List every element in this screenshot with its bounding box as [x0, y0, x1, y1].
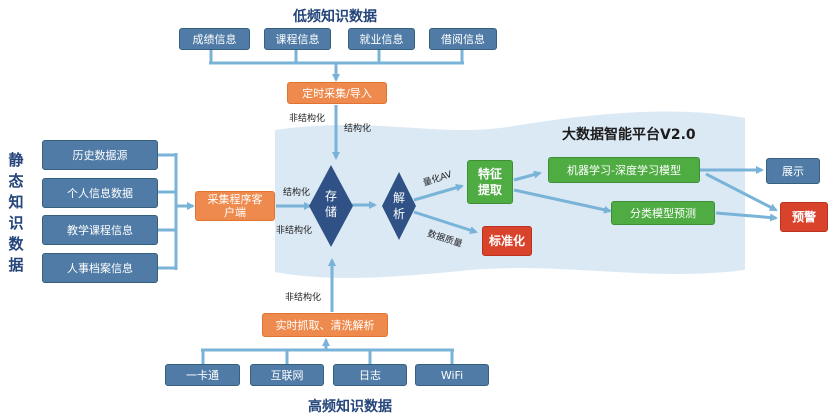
alert-box[interactable]: 预警	[780, 202, 828, 232]
edge-label-structured-top: 结构化	[344, 124, 372, 134]
source-teaching[interactable]: 教学课程信息	[42, 215, 158, 245]
source-personal[interactable]: 个人信息数据	[42, 178, 158, 208]
store-diamond	[309, 165, 353, 247]
parse-label-line2: 析	[392, 207, 405, 221]
static-title: 静态知识数据	[6, 150, 26, 276]
source-borrowing[interactable]: 借阅信息	[429, 28, 497, 50]
source-logs[interactable]: 日志	[333, 364, 407, 386]
edge-label-structured-left: 结构化	[283, 188, 311, 198]
platform-title: 大数据智能平台V2.0	[562, 127, 696, 143]
store-label: 存 储	[321, 188, 341, 220]
source-courses[interactable]: 课程信息	[264, 28, 331, 50]
standardize-box[interactable]: 标准化	[482, 226, 532, 256]
source-wifi[interactable]: WiFi	[415, 364, 489, 386]
realtime-crawl-box[interactable]: 实时抓取、清洗解析	[262, 313, 388, 337]
parse-label-line1: 解	[392, 191, 405, 205]
feature-extract-line1: 特征	[477, 167, 502, 181]
parse-label: 解 析	[389, 190, 409, 222]
collector-client-line2: 户端	[224, 206, 246, 219]
edge-label-unstructured-bottom: 非结构化	[285, 293, 322, 303]
classify-box[interactable]: 分类模型预测	[611, 201, 715, 225]
source-employment[interactable]: 就业信息	[348, 28, 415, 50]
source-internet[interactable]: 互联网	[250, 364, 324, 386]
source-hr[interactable]: 人事档案信息	[42, 253, 158, 283]
collector-client-box[interactable]: 采集程序客 户端	[195, 191, 275, 221]
store-label-line1: 存	[324, 189, 337, 203]
source-campus-card[interactable]: 一卡通	[165, 364, 240, 386]
feature-extract-box[interactable]: 特征 提取	[467, 160, 513, 204]
store-label-line2: 储	[324, 205, 337, 219]
edge-label-unstructured-top: 非结构化	[289, 114, 326, 124]
display-box[interactable]: 展示	[766, 158, 820, 184]
source-grades[interactable]: 成绩信息	[179, 28, 250, 50]
low-freq-title: 低频知识数据	[293, 9, 377, 25]
timed-collect-box[interactable]: 定时采集/导入	[287, 82, 387, 104]
static-title-text: 静态知识数据	[8, 151, 24, 274]
source-history[interactable]: 历史数据源	[42, 140, 158, 170]
collector-client-line1: 采集程序客	[207, 193, 263, 206]
ml-model-box[interactable]: 机器学习-深度学习模型	[548, 157, 700, 183]
feature-extract-line2: 提取	[477, 183, 502, 197]
high-freq-title: 高频知识数据	[308, 399, 392, 415]
parse-diamond	[382, 172, 416, 240]
edge-label-unstructured-left: 非结构化	[276, 226, 313, 236]
